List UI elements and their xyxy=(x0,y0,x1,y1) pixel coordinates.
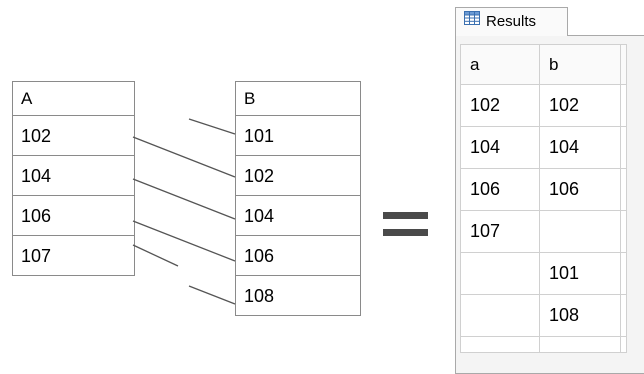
result-cell-a[interactable]: 104 xyxy=(460,126,540,169)
table-b-row: 108 xyxy=(236,275,360,315)
table-a-row: 102 xyxy=(13,115,134,155)
result-cell-b[interactable]: 104 xyxy=(539,126,621,169)
empty-cell xyxy=(539,336,621,353)
result-cell-a[interactable]: 107 xyxy=(460,210,540,253)
table-row: 101 xyxy=(460,252,627,295)
row-filler xyxy=(620,210,627,253)
table-b: B 101 102 104 106 108 xyxy=(235,81,361,316)
table-a-row: 104 xyxy=(13,155,134,195)
table-row: 108 xyxy=(460,294,627,337)
table-row: 104 104 xyxy=(460,126,627,169)
table-row: 107 xyxy=(460,210,627,253)
table-a-header: A xyxy=(21,89,33,108)
results-header-row: a b xyxy=(460,44,627,85)
connector-107-unmatched xyxy=(132,244,179,267)
connector-102 xyxy=(132,136,236,178)
table-a-row: 107 xyxy=(13,235,134,275)
column-header-filler xyxy=(620,44,627,85)
tab-strip-divider xyxy=(568,35,644,36)
table-b-row: 106 xyxy=(236,235,360,275)
table-b-row: 102 xyxy=(236,155,360,195)
column-header-a[interactable]: a xyxy=(460,44,540,85)
grid-icon xyxy=(464,7,480,35)
connector-106 xyxy=(132,220,236,262)
results-grid: a b 102 102 104 104 106 106 107 101 108 xyxy=(460,44,627,353)
table-b-row: 101 xyxy=(236,115,360,155)
result-cell-b[interactable] xyxy=(539,210,621,253)
equals-sign-bottom-bar xyxy=(383,229,428,236)
table-row-partial xyxy=(460,336,627,353)
equals-sign-top-bar xyxy=(383,212,428,219)
result-cell-a[interactable]: 106 xyxy=(460,168,540,211)
results-tab[interactable]: Results xyxy=(455,7,568,36)
connector-108-unmatched xyxy=(188,285,236,305)
result-cell-b[interactable]: 106 xyxy=(539,168,621,211)
table-a: A 102 104 106 107 xyxy=(12,81,135,276)
column-header-b[interactable]: b xyxy=(539,44,621,85)
table-b-row: 104 xyxy=(236,195,360,235)
row-filler xyxy=(620,252,627,295)
table-a-row: 106 xyxy=(13,195,134,235)
row-filler xyxy=(620,126,627,169)
row-filler xyxy=(620,294,627,337)
empty-cell xyxy=(460,336,540,353)
result-cell-a[interactable] xyxy=(460,294,540,337)
results-tab-label: Results xyxy=(486,13,537,30)
table-row: 106 106 xyxy=(460,168,627,211)
row-filler xyxy=(620,84,627,127)
table-b-header: B xyxy=(244,89,256,108)
row-filler xyxy=(620,168,627,211)
table-row: 102 102 xyxy=(460,84,627,127)
result-cell-b[interactable]: 102 xyxy=(539,84,621,127)
result-cell-b[interactable]: 101 xyxy=(539,252,621,295)
row-filler xyxy=(620,336,627,353)
result-cell-a[interactable]: 102 xyxy=(460,84,540,127)
connector-101-unmatched xyxy=(188,118,236,135)
result-cell-a[interactable] xyxy=(460,252,540,295)
connector-104 xyxy=(132,178,236,220)
result-cell-b[interactable]: 108 xyxy=(539,294,621,337)
